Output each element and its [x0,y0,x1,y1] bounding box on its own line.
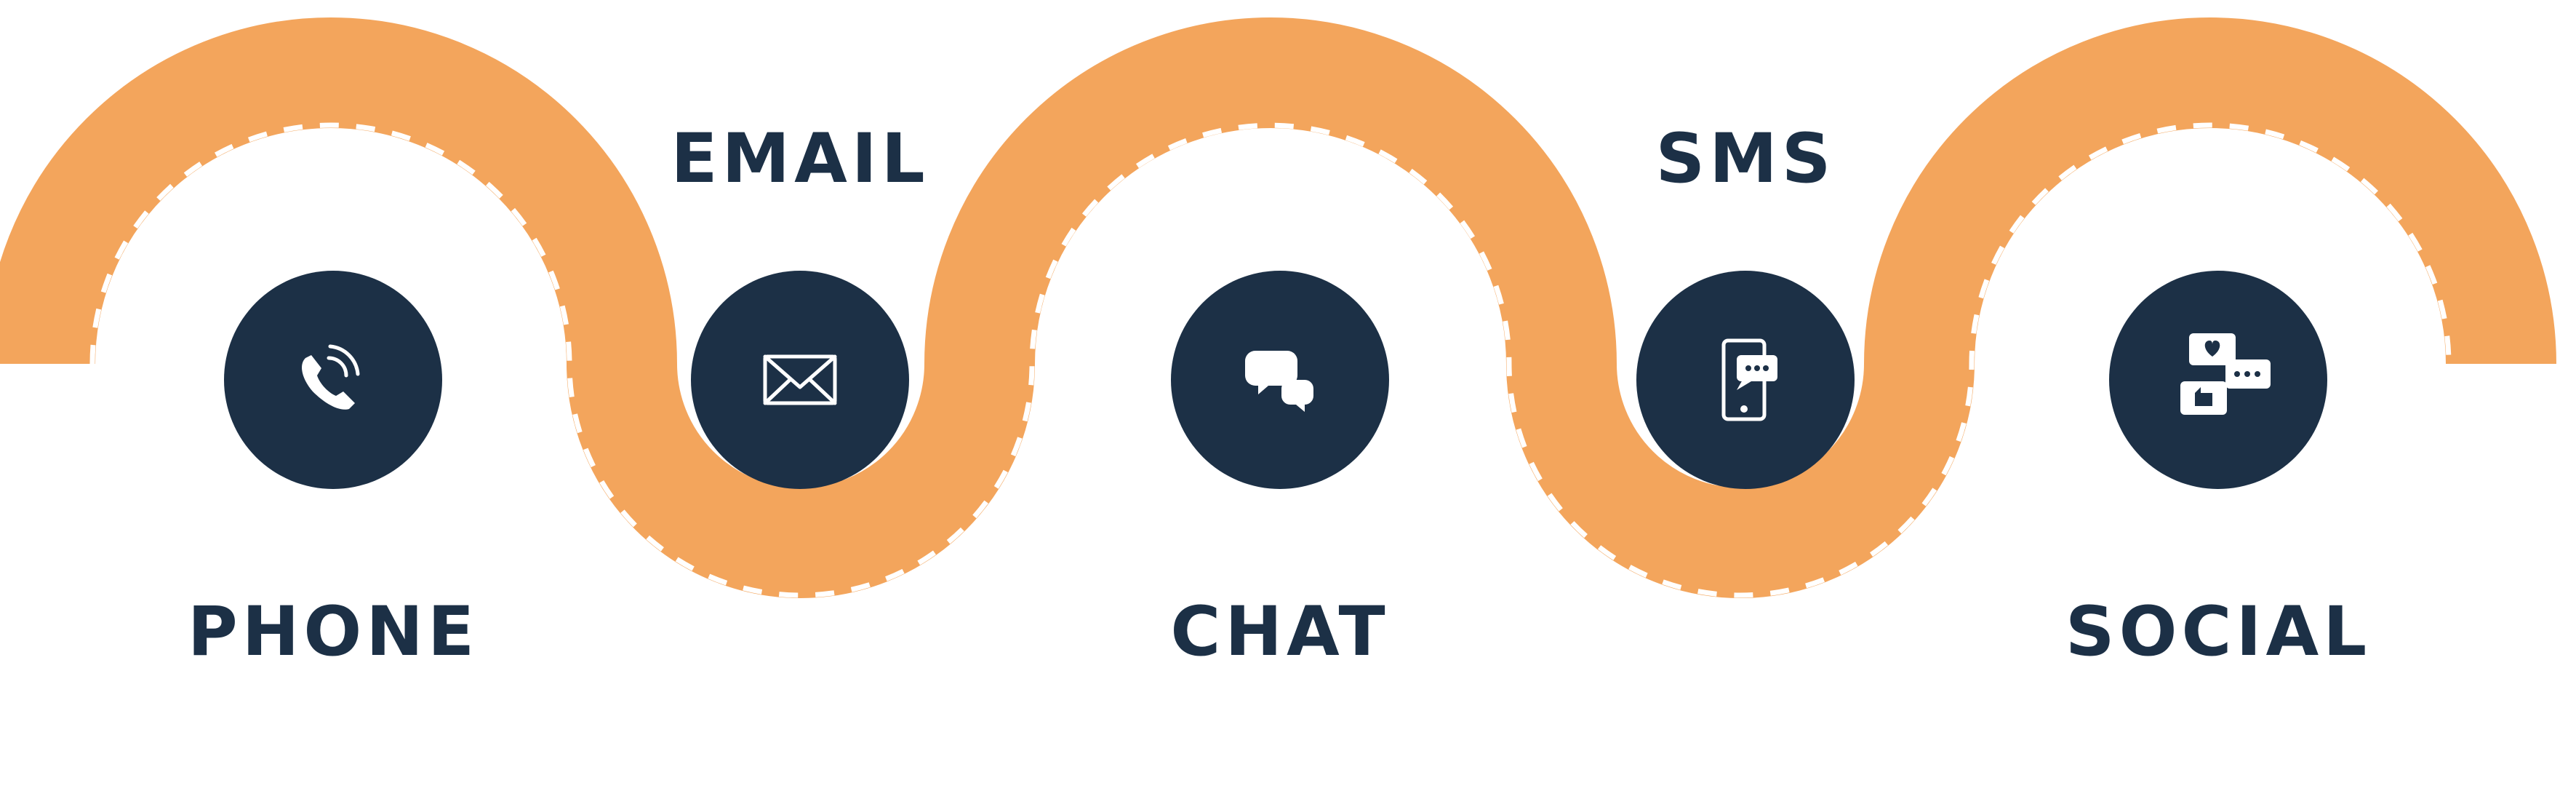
channel-sms: SMS [1636,119,1855,489]
phone-node [224,271,442,489]
channel-social: SOCIAL [2065,271,2371,672]
phone-label: PHONE [188,592,479,672]
email-node [691,271,909,489]
email-label: EMAIL [671,119,929,199]
social-reactions-icon [2180,333,2271,415]
social-node [2109,271,2327,489]
social-label: SOCIAL [2065,592,2371,672]
channel-email: EMAIL [671,119,929,489]
chat-bubbles-icon [1245,351,1313,412]
road-center-dashes [89,122,2452,598]
phone-icon [302,344,360,410]
sms-label: SMS [1656,119,1836,199]
envelope-icon [763,354,837,405]
chat-label: CHAT [1170,592,1389,672]
channel-chat: CHAT [1170,271,1389,672]
channel-phone: PHONE [188,271,479,672]
mobile-message-icon [1721,338,1777,421]
road-band [0,17,2556,598]
road [0,17,2556,598]
